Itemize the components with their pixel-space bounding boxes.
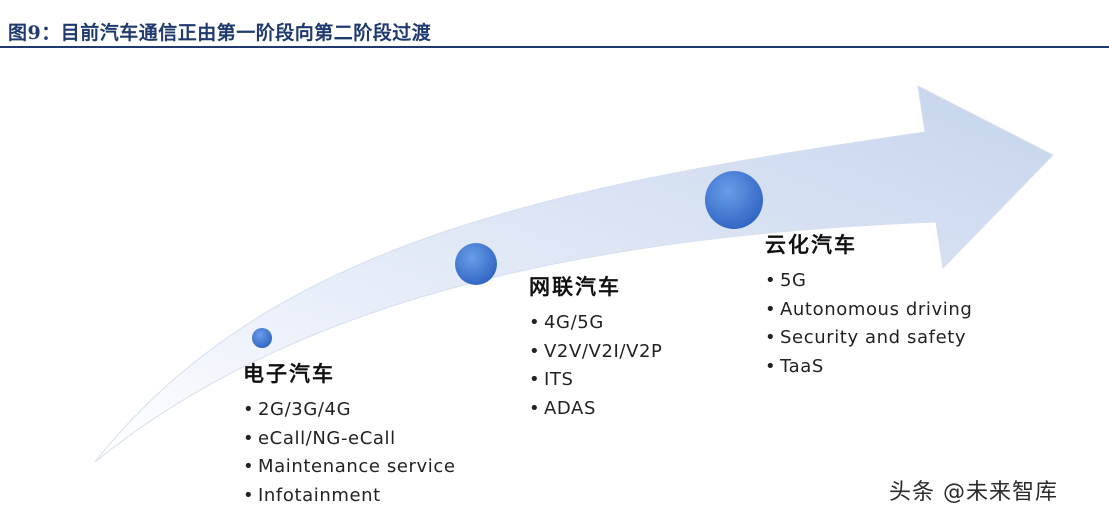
stage-title: 云化汽车: [765, 233, 857, 257]
list-item: •ADAS: [529, 397, 596, 419]
stage-title: 网联汽车: [529, 275, 621, 299]
arrow-body: [94, 85, 1054, 463]
stage-dot-1: [252, 328, 272, 348]
list-item: •Infotainment: [243, 484, 381, 506]
list-item: •eCall/NG-eCall: [243, 427, 396, 449]
list-item: •5G: [765, 270, 807, 291]
figure-title: 图9：目前汽车通信正由第一阶段向第二阶段过渡: [8, 22, 432, 44]
list-item: •2G/3G/4G: [243, 399, 352, 420]
stage-feature-list: •4G/5G •V2V/V2I/V2P •ITS •ADAS: [529, 309, 663, 423]
list-item: •Autonomous driving: [765, 298, 973, 320]
stage-electronic-car: 电子汽车 •2G/3G/4G •eCall/NG-eCall •Maintena…: [243, 358, 456, 510]
stage-dot-2: [455, 243, 497, 285]
stage-dot-3: [705, 171, 763, 229]
title-divider: [0, 46, 1109, 48]
list-item: •ITS: [529, 369, 574, 390]
list-item: •V2V/V2I/V2P: [529, 340, 663, 362]
watermark: 头条 @未来智库: [889, 480, 1058, 505]
stage-feature-list: •5G •Autonomous driving •Security and sa…: [765, 267, 972, 381]
stage-title: 电子汽车: [243, 362, 335, 386]
stage-connected-car: 网联汽车 •4G/5G •V2V/V2I/V2P •ITS •ADAS: [529, 271, 663, 423]
stage-cloud-car: 云化汽车 •5G •Autonomous driving •Security a…: [765, 229, 972, 381]
list-item: •Maintenance service: [243, 456, 456, 477]
list-item: •TaaS: [765, 355, 824, 377]
list-item: •Security and safety: [765, 327, 967, 348]
list-item: •4G/5G: [529, 312, 604, 333]
stage-feature-list: •2G/3G/4G •eCall/NG-eCall •Maintenance s…: [243, 396, 456, 510]
